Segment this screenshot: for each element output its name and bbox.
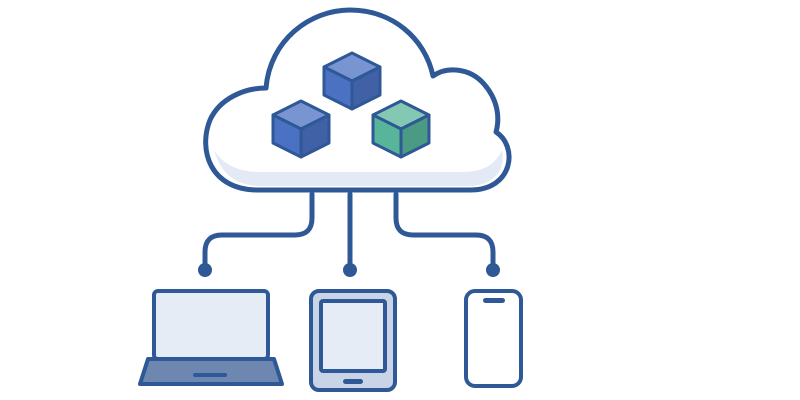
cube-left — [271, 99, 331, 159]
laptop-base — [138, 357, 284, 386]
cloud-outline — [203, 7, 512, 193]
laptop-icon — [138, 289, 284, 386]
connector-dot-laptop — [198, 263, 212, 277]
phone-speaker — [483, 298, 505, 303]
cube-right — [371, 99, 431, 159]
laptop-screen — [152, 289, 270, 361]
cube-group — [271, 51, 431, 159]
cube-top-face-right — [350, 65, 382, 111]
connector-cloud-phone — [393, 191, 496, 271]
cube-top — [322, 51, 382, 111]
tablet-screen — [319, 299, 387, 373]
cloud-bottom-shade — [214, 150, 503, 186]
connector-cloud-laptop — [202, 191, 315, 271]
laptop-trackpad — [193, 373, 227, 377]
phone-icon — [464, 289, 523, 388]
cube-right-face-right — [399, 113, 431, 159]
connector-lines — [198, 191, 500, 277]
tablet-icon — [309, 289, 397, 392]
phone-frame — [464, 289, 523, 388]
cube-left-face-right — [299, 113, 331, 159]
connector-dot-tablet — [343, 263, 357, 277]
connector-dot-phone — [486, 263, 500, 277]
tablet-home-button — [343, 379, 363, 384]
